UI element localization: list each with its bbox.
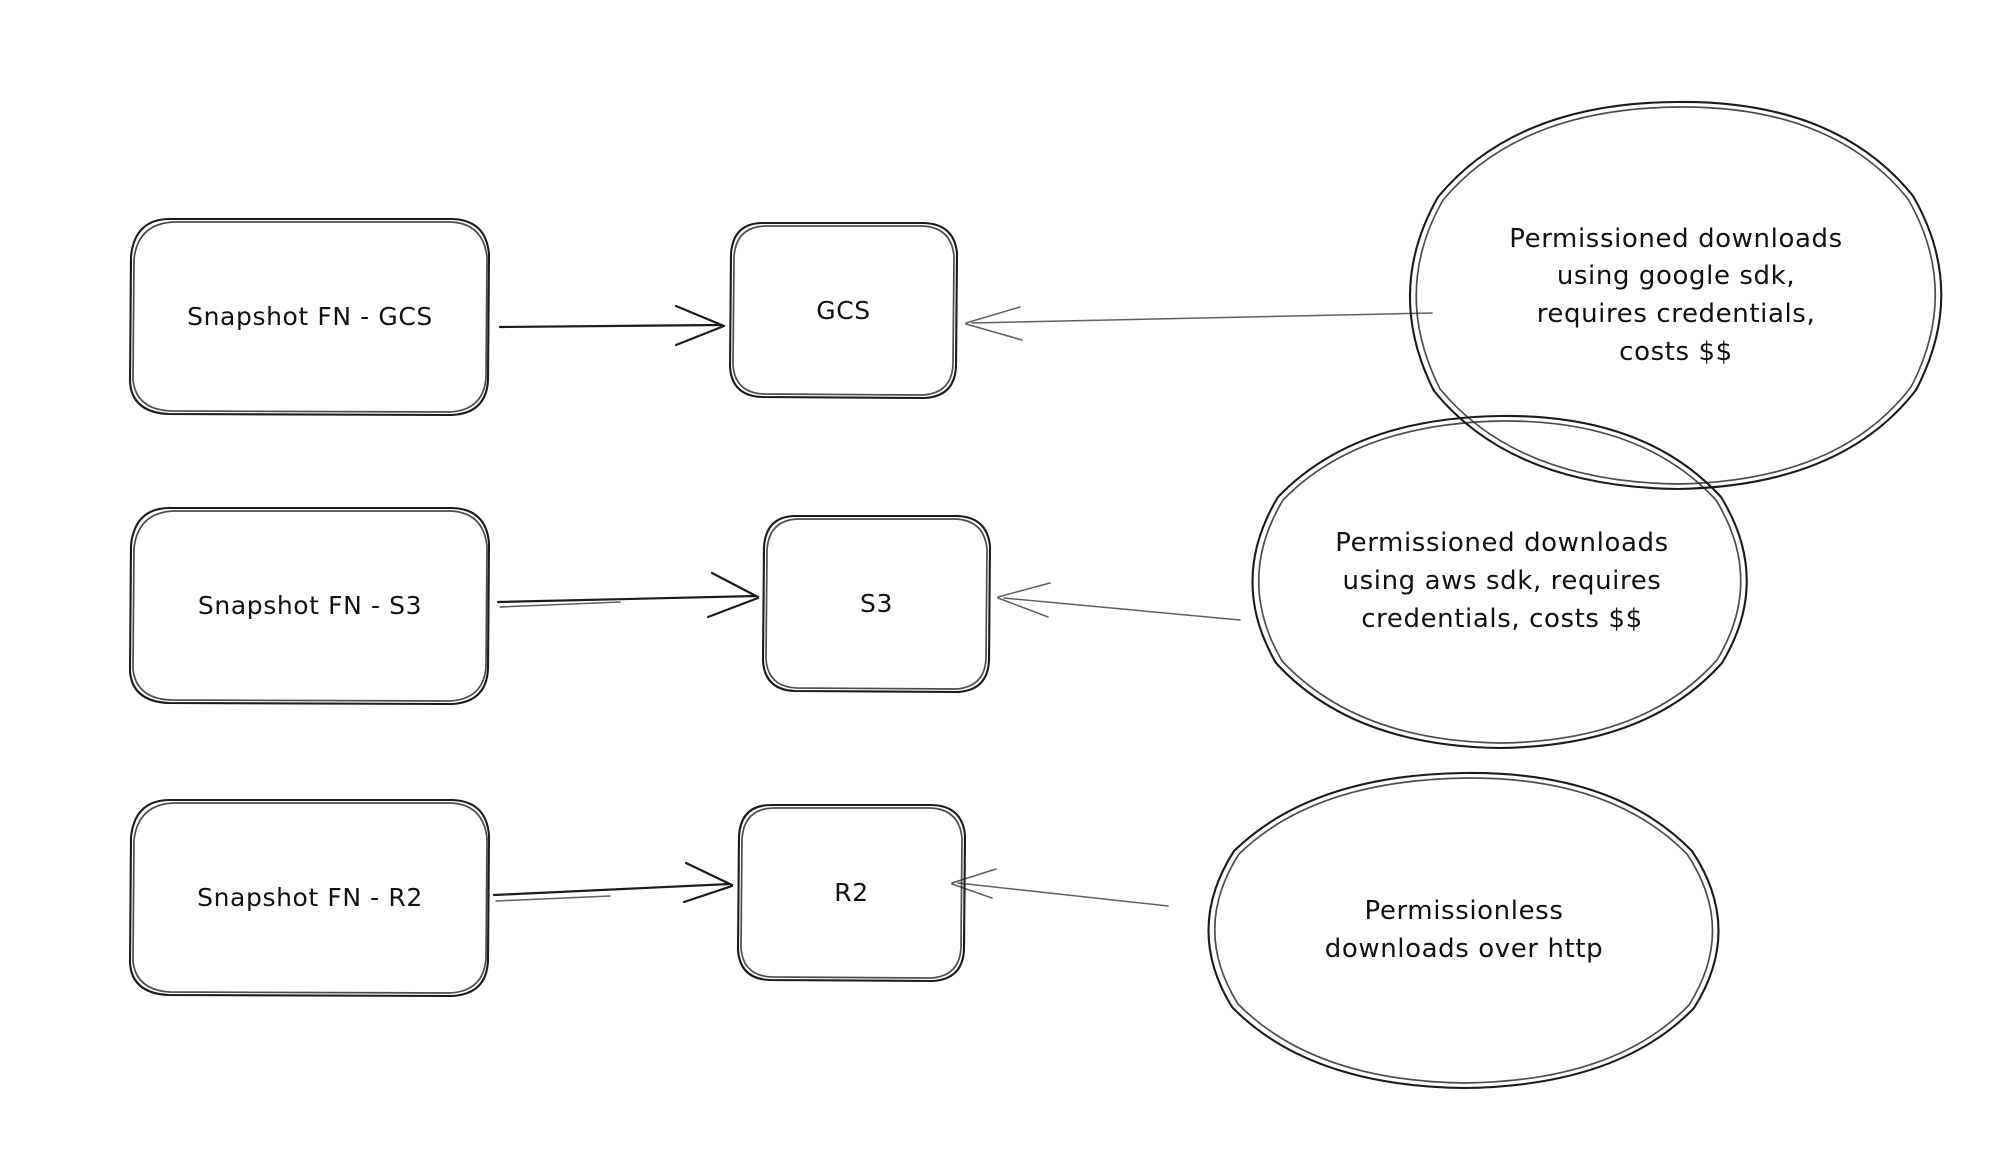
arrow-source-to-gcs	[498, 304, 726, 347]
source-box-s3[interactable]	[128, 506, 491, 706]
target-box-r2[interactable]	[736, 803, 967, 983]
source-box-gcs[interactable]	[128, 217, 491, 417]
source-box-r2[interactable]	[128, 798, 491, 998]
note-ellipse-s3[interactable]	[1251, 414, 1748, 750]
note-ellipse-r2[interactable]	[1207, 771, 1720, 1090]
arrow-source-to-r2	[492, 861, 734, 904]
target-box-s3[interactable]	[761, 514, 992, 694]
arrow-note-to-gcs	[965, 306, 1433, 341]
arrow-note-to-r2	[951, 868, 1169, 907]
note-ellipse-gcs[interactable]	[1408, 100, 1943, 491]
target-box-gcs[interactable]	[728, 221, 959, 400]
arrow-source-to-s3	[496, 571, 760, 619]
arrow-note-to-s3	[997, 582, 1241, 621]
